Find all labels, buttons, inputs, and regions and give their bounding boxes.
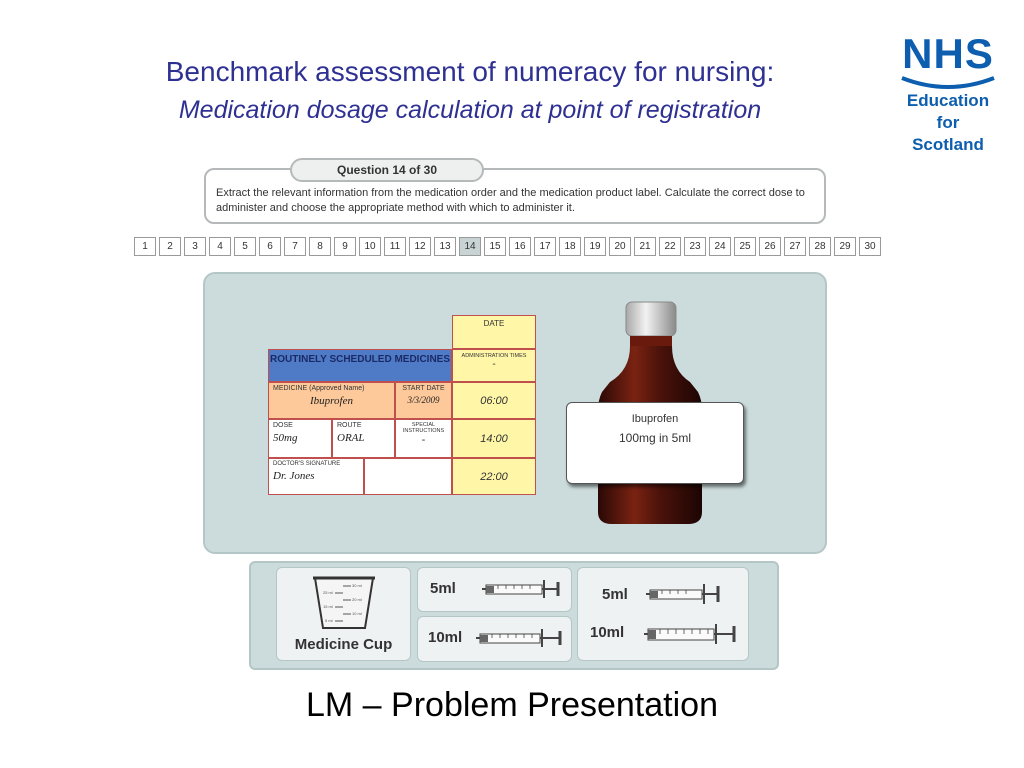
syringe-5ml-label: 5ml (430, 580, 456, 597)
question-nav-9[interactable]: 9 (334, 237, 356, 256)
admin-time-2: 14:00 (452, 419, 536, 458)
product-label: Ibuprofen 100mg in 5ml (566, 402, 744, 484)
question-nav-5[interactable]: 5 (234, 237, 256, 256)
medication-chart: DATE ROUTINELY SCHEDULED MEDICINES ADMIN… (268, 315, 536, 495)
question-nav-14[interactable]: 14 (459, 237, 481, 256)
nhs-logo: NHS Education for Scotland (892, 32, 1004, 156)
cup-label: Medicine Cup (294, 636, 393, 653)
syringe-10ml-label: 10ml (428, 629, 463, 646)
route-cell: ROUTE ORAL (332, 419, 395, 458)
question-nav-2[interactable]: 2 (159, 237, 181, 256)
question-nav-10[interactable]: 10 (359, 237, 381, 256)
dose-value: 50mg (273, 432, 298, 444)
admin-time-3: 22:00 (452, 458, 536, 495)
nhs-wordmark: NHS (902, 30, 994, 77)
date-cell: DATE (452, 315, 536, 349)
question-nav-12[interactable]: 12 (409, 237, 431, 256)
question-nav-30[interactable]: 30 (859, 237, 881, 256)
question-nav-29[interactable]: 29 (834, 237, 856, 256)
pair-10ml-label: 10ml (590, 624, 625, 641)
admin-time-1: 06:00 (452, 382, 536, 419)
question-nav-22[interactable]: 22 (659, 237, 681, 256)
question-nav-24[interactable]: 24 (709, 237, 731, 256)
slide-footer: LM – Problem Presentation (306, 686, 718, 724)
question-nav-16[interactable]: 16 (509, 237, 531, 256)
question-tab: Question 14 of 30 (290, 158, 484, 182)
start-date-value: 3/3/2009 (407, 395, 440, 405)
doctor-signature-cell: DOCTOR'S SIGNATURE Dr. Jones (268, 458, 364, 495)
question-nav-13[interactable]: 13 (434, 237, 456, 256)
syringe-icon (646, 584, 720, 604)
question-text: Extract the relevant information from th… (216, 187, 805, 214)
cup-mark-10: 10 ml (352, 611, 362, 616)
page-subtitle: Medication dosage calculation at point o… (178, 96, 762, 124)
product-strength: 100mg in 5ml (618, 431, 692, 445)
logo-line-education: Education (906, 91, 990, 110)
medicine-cup-option[interactable]: 30 ml 25 ml 20 ml 15 ml 10 ml 5 ml Medic… (276, 567, 411, 661)
syringe-10ml-option[interactable]: 10ml (417, 616, 572, 662)
question-nav-8[interactable]: 8 (309, 237, 331, 256)
question-nav-4[interactable]: 4 (209, 237, 231, 256)
cup-mark-15: 15 ml (323, 604, 333, 609)
question-nav-21[interactable]: 21 (634, 237, 656, 256)
question-nav-15[interactable]: 15 (484, 237, 506, 256)
question-nav-20[interactable]: 20 (609, 237, 631, 256)
product-name: Ibuprofen (631, 413, 679, 425)
question-nav-26[interactable]: 26 (759, 237, 781, 256)
question-nav-18[interactable]: 18 (559, 237, 581, 256)
question-nav-17[interactable]: 17 (534, 237, 556, 256)
syringe-icon (476, 629, 562, 647)
question-nav-27[interactable]: 27 (784, 237, 806, 256)
question-nav-23[interactable]: 23 (684, 237, 706, 256)
logo-line-scotland: Scotland (912, 135, 984, 154)
pair-5ml-label: 5ml (602, 586, 628, 603)
chart-header: ROUTINELY SCHEDULED MEDICINES (268, 349, 452, 382)
syringe-icon (482, 580, 560, 598)
syringe-5ml-option[interactable]: 5ml (417, 567, 572, 612)
medicine-cup-icon: 30 ml 25 ml 20 ml 15 ml 10 ml 5 ml (313, 576, 375, 629)
question-nav-6[interactable]: 6 (259, 237, 281, 256)
cup-mark-25: 25 ml (323, 590, 333, 595)
question-nav-1[interactable]: 1 (134, 237, 156, 256)
cup-mark-20: 20 ml (352, 597, 362, 602)
question-nav-28[interactable]: 28 (809, 237, 831, 256)
syringe-icon (644, 624, 736, 644)
blank-cell (364, 458, 452, 495)
admin-times-cell: ADMINISTRATION TIMES - (452, 349, 536, 382)
question-nav-3[interactable]: 3 (184, 237, 206, 256)
cup-mark-30: 30 ml (352, 583, 362, 588)
doctor-value: Dr. Jones (273, 470, 315, 482)
cup-mark-5: 5 ml (325, 618, 333, 623)
page-title: Benchmark assessment of numeracy for nur… (165, 56, 775, 87)
logo-line-for: for (936, 113, 960, 132)
special-instructions-cell: SPECIAL INSTRUCTIONS - (395, 419, 452, 458)
question-nav-7[interactable]: 7 (284, 237, 306, 256)
route-value: ORAL (337, 432, 365, 444)
medicine-cell: MEDICINE (Approved Name) Ibuprofen (268, 382, 395, 419)
start-date-cell: START DATE 3/3/2009 (395, 382, 452, 419)
dose-cell: DOSE 50mg (268, 419, 332, 458)
syringe-pair-option[interactable]: 5ml 10ml (577, 567, 749, 661)
question-nav-11[interactable]: 11 (384, 237, 406, 256)
swoosh-icon (901, 76, 995, 89)
question-nav-19[interactable]: 19 (584, 237, 606, 256)
medicine-value: Ibuprofen (310, 395, 353, 407)
question-nav-25[interactable]: 25 (734, 237, 756, 256)
